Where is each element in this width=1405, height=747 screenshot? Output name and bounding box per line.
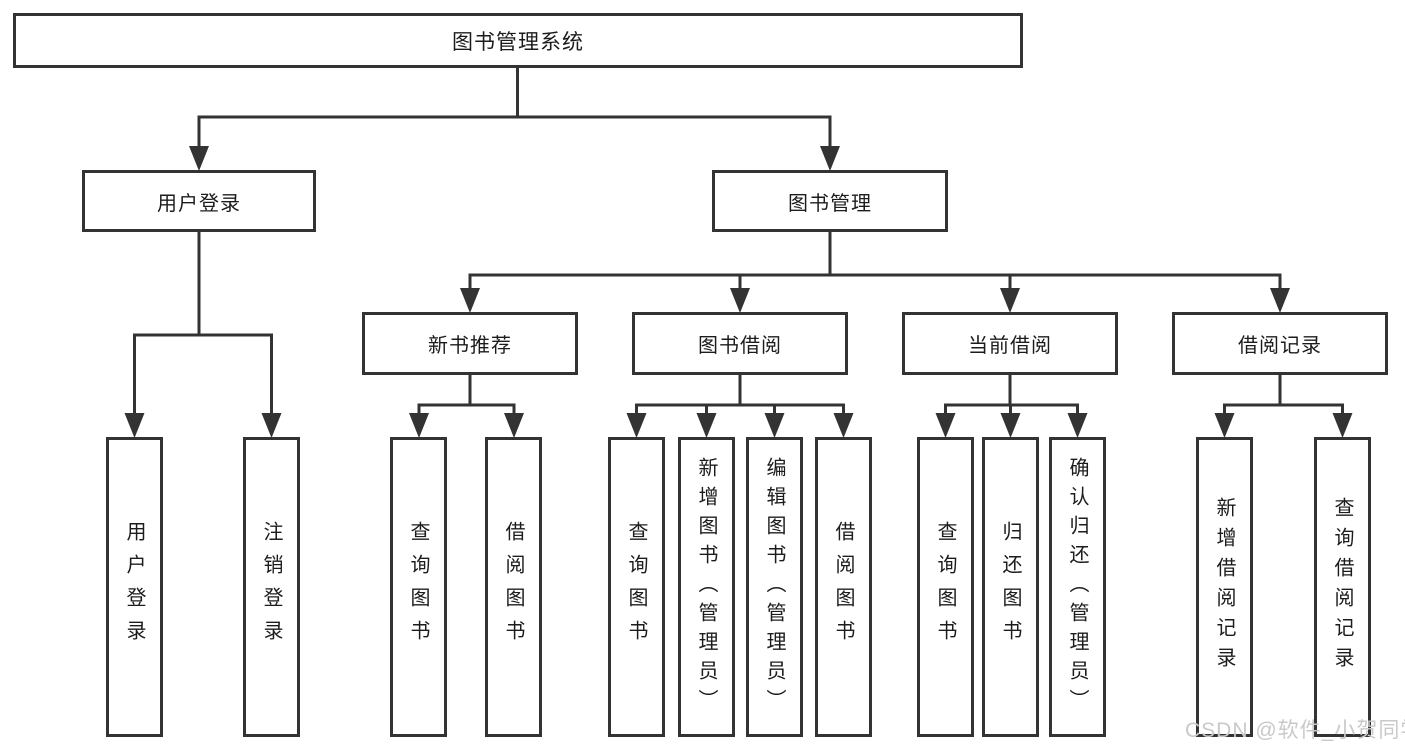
node-leaf-return-books: 归还图书 [982,437,1039,737]
node-label: 新书推荐 [428,335,512,357]
node-label: 查询借阅记录 [1331,497,1353,677]
node-leaf-edit-books-admin: 编辑图书（管理员） [746,437,803,737]
node-new-book-recommend: 新书推荐 [362,312,578,375]
node-label: 新增借阅记录 [1213,497,1235,677]
node-leaf-query-books-recommend: 查询图书 [390,437,447,737]
watermark: CSDN @软件_小贺同学 [1185,719,1405,742]
node-leaf-add-books-admin: 新增图书（管理员） [678,437,735,737]
node-leaf-query-books-borrowing: 查询图书 [608,437,665,737]
node-label: 归还图书 [999,521,1021,653]
node-leaf-borrow-books-recommend: 借阅图书 [485,437,542,737]
node-leaf-borrow-books: 借阅图书 [815,437,872,737]
node-label: 编辑图书（管理员） [763,456,785,718]
node-label: 用户登录 [123,521,145,653]
node-current-borrowing: 当前借阅 [902,312,1118,375]
node-library-system-root: 图书管理系统 [13,13,1023,68]
node-book-management: 图书管理 [712,170,948,232]
node-label: 查询图书 [407,521,429,653]
node-leaf-user-login: 用户登录 [106,437,163,737]
node-label: 图书管理 [788,192,872,215]
node-label: 借阅图书 [832,521,854,653]
node-label: 图书借阅 [698,335,782,357]
node-leaf-confirm-return-admin: 确认归还（管理员） [1049,437,1106,737]
node-label: 新增图书（管理员） [695,456,717,718]
node-label: 借阅记录 [1238,335,1322,357]
node-label: 用户登录 [157,192,241,215]
node-label: 当前借阅 [968,335,1052,357]
node-label: 确认归还（管理员） [1066,456,1088,718]
node-leaf-query-borrow-record: 查询借阅记录 [1314,437,1371,737]
node-label: 借阅图书 [502,521,524,653]
node-label: 查询图书 [934,521,956,653]
node-label: 注销登录 [260,521,282,653]
node-leaf-add-borrow-record: 新增借阅记录 [1196,437,1253,737]
node-book-borrowing: 图书借阅 [632,312,848,375]
arrowhead-icons [124,146,1353,438]
node-borrowing-records: 借阅记录 [1172,312,1388,375]
node-label: 图书管理系统 [452,30,584,54]
node-leaf-logout: 注销登录 [243,437,300,737]
node-leaf-query-books-current: 查询图书 [917,437,974,737]
node-user-login: 用户登录 [82,170,316,232]
node-label: 查询图书 [625,521,647,653]
